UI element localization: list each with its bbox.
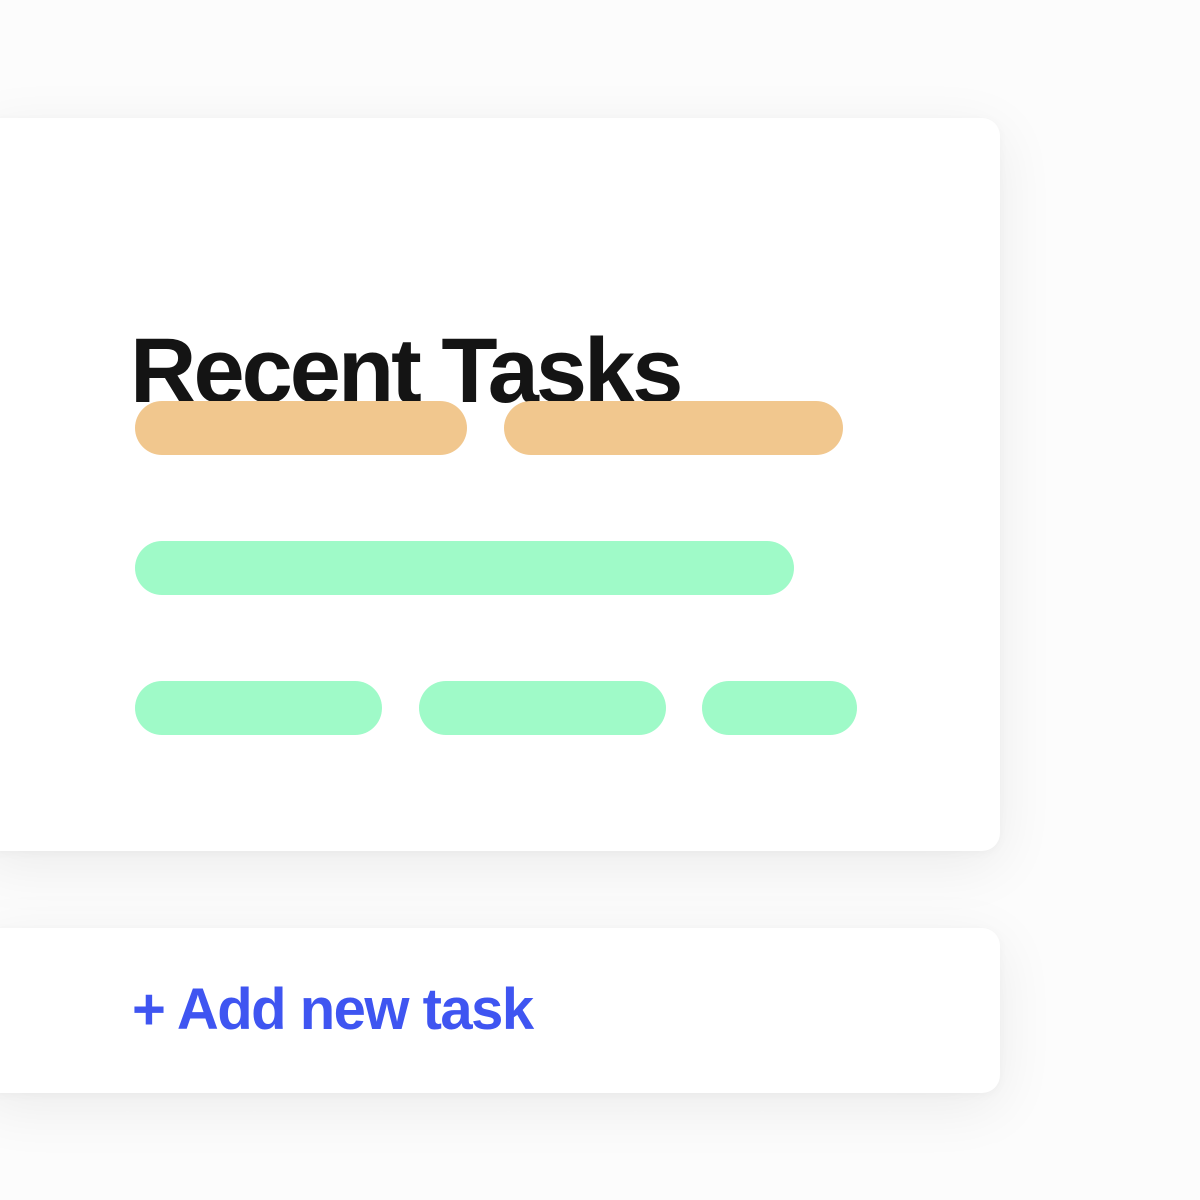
add-task-card: + Add new task <box>0 928 1000 1093</box>
task-placeholder-bar[interactable] <box>702 681 857 735</box>
task-placeholder-bar[interactable] <box>419 681 666 735</box>
task-placeholder-bar[interactable] <box>135 681 382 735</box>
recent-tasks-card: Recent Tasks <box>0 118 1000 851</box>
add-new-task-link[interactable]: + Add new task <box>132 977 534 1042</box>
task-placeholder-bar[interactable] <box>504 401 843 455</box>
task-placeholder-bar[interactable] <box>135 401 467 455</box>
task-placeholder-bar[interactable] <box>135 541 794 595</box>
